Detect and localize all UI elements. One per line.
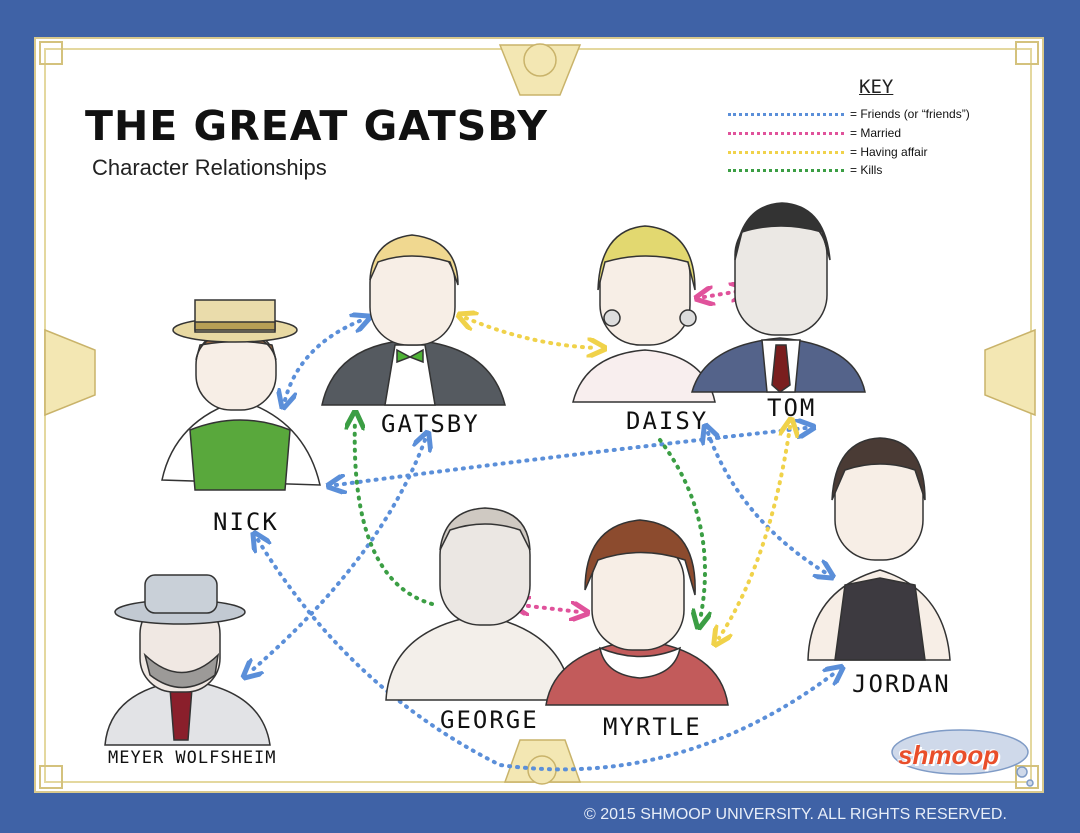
key-swatch-kills: [728, 168, 844, 172]
key-swatch-affair: [728, 150, 844, 154]
poster-subtitle: Character Relationships: [92, 155, 327, 180]
key-heading: KEY: [859, 76, 894, 98]
label-meyer-wolfsheim: MEYER WOLFSHEIM: [108, 748, 277, 768]
portrait-jordan: [807, 437, 951, 661]
deco-fan-right: [984, 328, 1036, 417]
deco-fan-bottom: [503, 739, 582, 785]
kills-daisy-myrtle: [658, 438, 705, 620]
key-label-married: = Married: [850, 126, 902, 140]
portrait-daisy: [572, 225, 716, 403]
label-daisy: DAISY: [626, 407, 709, 435]
label-jordan: JORDAN: [852, 670, 951, 698]
friends-daisy-jordan: [708, 433, 826, 573]
key-label-kills: = Kills: [850, 163, 883, 177]
label-george: GEORGE: [440, 706, 539, 734]
key-swatch-friends: [728, 112, 844, 116]
portrait-nick: [161, 299, 321, 491]
label-nick: NICK: [213, 508, 279, 536]
deco-fan-top: [498, 43, 582, 96]
portrait-tom: [691, 202, 866, 393]
label-gatsby: GATSBY: [381, 410, 480, 438]
friends-nick-jordan: [258, 540, 836, 772]
copyright-notice: © 2015 SHMOOP UNIVERSITY. ALL RIGHTS RES…: [584, 806, 1007, 823]
key-item-kills: = Kills: [728, 162, 882, 178]
portrait-george: [385, 507, 573, 701]
affair-gatsby-daisy: [466, 318, 597, 348]
married-daisy-tom: [704, 291, 740, 297]
key-item-friends: = Friends (or “friends”): [728, 106, 970, 122]
deco-fan-left: [44, 328, 96, 417]
portrait-gatsby: [321, 234, 506, 406]
shmoop-logo-cloud: [891, 729, 1034, 787]
portrait-myrtle: [545, 519, 729, 706]
relationship-lines: [250, 291, 836, 772]
friends-nick-gatsby: [285, 320, 362, 400]
shmoop-logo: shmoop: [898, 740, 1000, 770]
married-george-myrtle: [520, 605, 580, 612]
key-item-married: = Married: [728, 125, 901, 141]
label-tom: TOM: [767, 394, 817, 422]
label-myrtle: MYRTLE: [603, 713, 702, 741]
kills-george-gatsby: [355, 420, 434, 606]
portrait-meyer: [104, 574, 271, 746]
key-item-affair: = Having affair: [728, 144, 928, 160]
affair-tom-myrtle: [719, 427, 790, 638]
deco-corner-marks: [39, 41, 1039, 789]
poster-title: THE GREAT GATSBY: [85, 102, 548, 150]
key-swatch-married: [728, 131, 844, 135]
key-label-affair: = Having affair: [850, 145, 928, 159]
key-label-friends: = Friends (or “friends”): [850, 107, 970, 121]
